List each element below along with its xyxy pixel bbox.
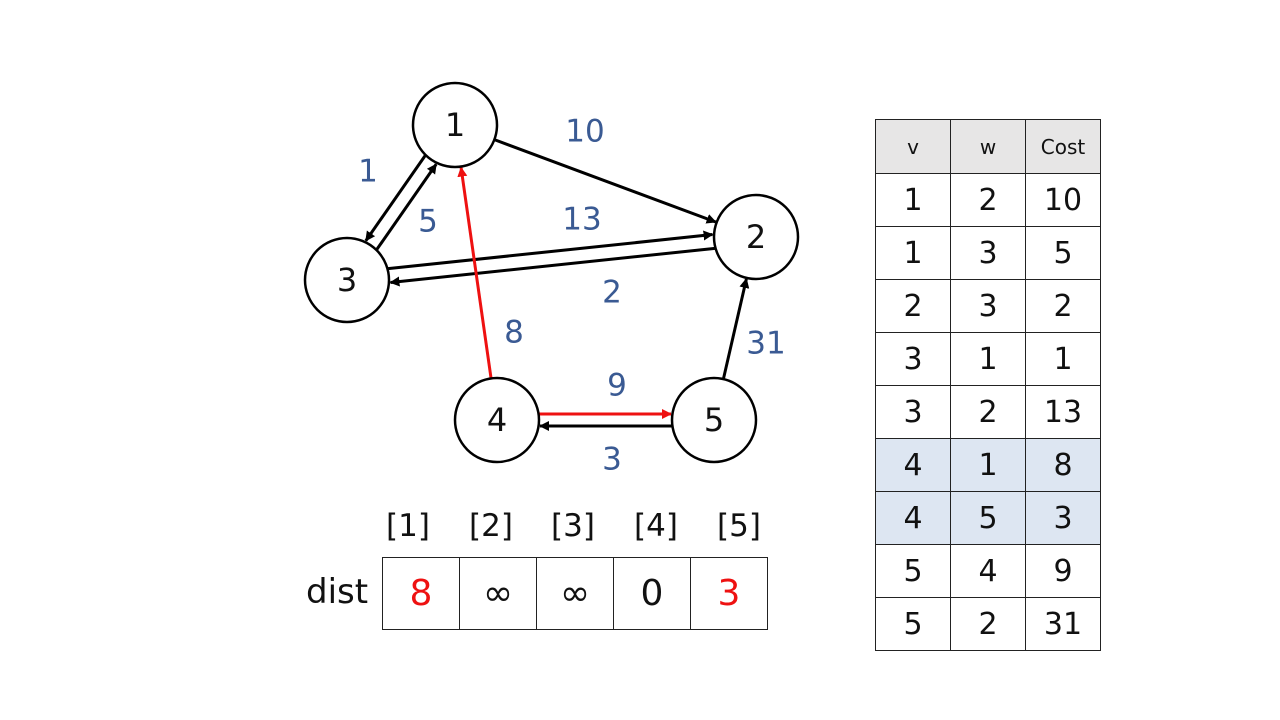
cell-w: 5 bbox=[950, 491, 1026, 545]
cell-v: 1 bbox=[875, 173, 951, 227]
edge-1-3 bbox=[364, 154, 427, 242]
cell-v: 3 bbox=[875, 332, 951, 386]
edge-4-1 bbox=[457, 166, 493, 379]
dist-cell-4: 0 bbox=[613, 558, 690, 629]
edge-2-3 bbox=[389, 246, 716, 287]
header-w: w bbox=[950, 119, 1026, 174]
dist-cell-2: ∞ bbox=[459, 558, 536, 629]
edge-weight-4-5: 3 bbox=[602, 442, 622, 478]
cell-cost: 2 bbox=[1025, 279, 1101, 333]
edge-weight-5-4: 9 bbox=[607, 368, 627, 404]
cell-v: 1 bbox=[875, 226, 951, 280]
node-circle bbox=[303, 236, 391, 324]
dist-title: dist bbox=[306, 572, 369, 612]
cell-cost: 8 bbox=[1025, 438, 1101, 492]
dist-cell-3: ∞ bbox=[536, 558, 613, 629]
cell-cost: 31 bbox=[1025, 597, 1101, 651]
cell-v: 4 bbox=[875, 438, 951, 492]
edge-1-2 bbox=[493, 138, 717, 224]
dist-index-3: [3] bbox=[551, 508, 595, 544]
graph-node-4: 4 bbox=[453, 376, 541, 464]
node-circle bbox=[670, 376, 758, 464]
graph-diagram: 1 2 3 4 5 10 5 1 13 2 8 31 9 3 bbox=[303, 81, 800, 478]
edge-weight-3-2: 13 bbox=[562, 202, 601, 238]
cell-w: 1 bbox=[950, 332, 1026, 386]
graph-node-2: 2 bbox=[712, 193, 800, 281]
header-cost: Cost bbox=[1025, 119, 1101, 174]
cell-cost: 3 bbox=[1025, 491, 1101, 545]
node-label: 4 bbox=[487, 401, 507, 439]
cell-w: 2 bbox=[950, 597, 1026, 651]
edge-weight-3-1: 1 bbox=[358, 154, 378, 190]
edge-5-2 bbox=[721, 277, 750, 380]
node-circle bbox=[712, 193, 800, 281]
cell-w: 3 bbox=[950, 226, 1026, 280]
cell-cost: 5 bbox=[1025, 226, 1101, 280]
edge-weight-1-2: 10 bbox=[565, 114, 604, 150]
node-label: 5 bbox=[704, 401, 724, 439]
cell-cost: 1 bbox=[1025, 332, 1101, 386]
cell-cost: 9 bbox=[1025, 544, 1101, 598]
cell-v: 3 bbox=[875, 385, 951, 439]
dist-index-5: [5] bbox=[717, 508, 761, 544]
graph-node-1: 1 bbox=[411, 81, 499, 169]
dist-array: 8 ∞ ∞ 0 3 bbox=[382, 557, 768, 630]
edge-3-2 bbox=[387, 230, 714, 271]
edge-weight-4-1: 8 bbox=[504, 315, 524, 351]
cell-w: 2 bbox=[950, 385, 1026, 439]
graph-node-3: 3 bbox=[303, 236, 391, 324]
node-label: 1 bbox=[445, 106, 465, 144]
cell-v: 4 bbox=[875, 491, 951, 545]
node-circle bbox=[411, 81, 499, 169]
cell-v: 5 bbox=[875, 544, 951, 598]
edge-weight-1-3: 5 bbox=[418, 204, 438, 240]
node-label: 2 bbox=[746, 218, 766, 256]
dist-index-2: [2] bbox=[469, 508, 513, 544]
dist-index-1: [1] bbox=[386, 508, 430, 544]
cell-cost: 10 bbox=[1025, 173, 1101, 227]
graph-node-5: 5 bbox=[670, 376, 758, 464]
cell-w: 1 bbox=[950, 438, 1026, 492]
header-v: v bbox=[875, 119, 951, 174]
table-header-row: v w Cost bbox=[875, 119, 1101, 174]
edge-weight-5-2: 31 bbox=[746, 326, 785, 362]
cell-cost: 13 bbox=[1025, 385, 1101, 439]
dist-index-4: [4] bbox=[634, 508, 678, 544]
node-label: 3 bbox=[337, 261, 357, 299]
dist-cell-1: 8 bbox=[409, 573, 433, 614]
cell-w: 3 bbox=[950, 279, 1026, 333]
node-circle bbox=[453, 376, 541, 464]
cell-w: 2 bbox=[950, 173, 1026, 227]
edge-weight-2-3: 2 bbox=[602, 275, 622, 311]
cell-w: 4 bbox=[950, 544, 1026, 598]
dist-cell-5: 3 bbox=[690, 558, 767, 629]
cell-v: 5 bbox=[875, 597, 951, 651]
cell-v: 2 bbox=[875, 279, 951, 333]
edge-3-1 bbox=[375, 163, 438, 251]
